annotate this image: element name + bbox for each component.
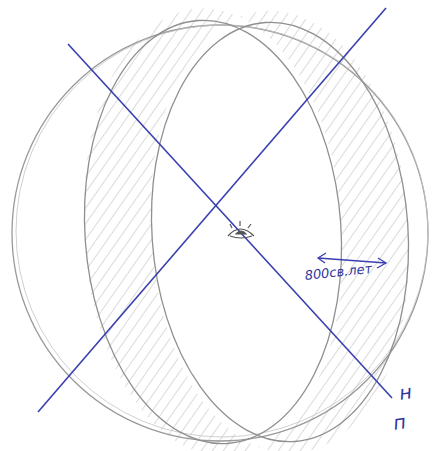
hatched-region bbox=[84, 9, 409, 451]
note-fragment: н bbox=[398, 382, 413, 403]
plane-ellipse bbox=[71, 12, 356, 451]
sphere-outline bbox=[12, 25, 428, 441]
eye-symbol bbox=[228, 221, 254, 238]
axis-line bbox=[38, 8, 386, 412]
axis-line bbox=[68, 44, 392, 398]
note-fragment: п bbox=[392, 412, 407, 433]
